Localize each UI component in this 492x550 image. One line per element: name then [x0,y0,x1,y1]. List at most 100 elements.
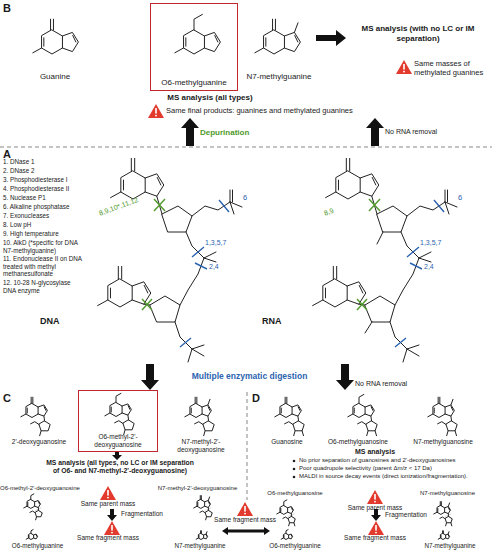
note-label: No RNA removal [355,380,435,388]
highlight-box: O6-methyl-2'-deoxyguanosine [78,390,158,452]
parent-ion-structure [24,494,42,520]
cleavage-site: 2,4 [424,263,449,271]
method-label: MS analysis (all types) [120,93,300,103]
rna-strand-structure [313,158,457,362]
warning-symbol [148,104,164,118]
warning-symbol [368,521,384,535]
deoxyguanosine-structure [21,397,50,436]
compound-name: N7-methylguanosine [398,438,488,446]
method-label: MS analysis (with no LC or IM separation… [348,24,488,43]
n7-methylguanine-structure [255,19,301,54]
list-item: 2. DNase 2 [3,167,83,175]
compound-name: N7-methylguanine [238,72,320,82]
highlight-box: O6-methylguanine [150,3,238,91]
fragment-structure [281,530,292,540]
parent-ion-structure [194,496,212,520]
fragmentation-break [36,508,42,511]
block-arrow [181,118,199,146]
strand-label: RNA [262,316,302,327]
compound-name: O6-methylguanosine [318,438,398,446]
dna-strand-structure [98,158,242,362]
list-item: 3. Phosphodiesterase I [3,176,83,184]
bullet-dot [293,460,296,463]
section-divider [247,392,248,500]
warning-note: Same parent mass [345,504,405,512]
warning-symbol [100,486,116,500]
list-item: 1. DNase 1 [3,158,83,166]
method-label: MS analysis (all types, no LC or IM sepa… [45,459,195,475]
o6-methylguanine-structure [175,14,221,54]
parent-ion-structure [434,502,452,526]
fragmentation-break [206,508,212,511]
compound-name: 2'-deoxyguanosine [0,438,78,446]
guanine-structure [33,19,79,54]
fragment-structure [438,531,449,540]
fragmentation-break [289,514,295,517]
n7-methylguanosine-structure [428,397,457,436]
panel-letter: B [3,2,17,15]
guanosine-structure [275,397,304,436]
cleavage-site: 8,9,10*,11,12 [98,189,157,217]
warning-note: Same final products: guanines and methyl… [166,106,396,115]
double-arrow [222,527,270,535]
compound-name: N7-methylguanine [410,542,490,550]
fragmentation-break [446,514,452,517]
bullet-item: No prior separation of guanosines and 2'… [299,457,489,464]
list-item: 4. Phosphodiesterase II [3,185,83,193]
strand-label: DNA [40,316,80,327]
list-item: 5. Nuclease P1 [3,194,83,202]
o6-methyl-deoxyguanosine-structure [105,393,134,434]
warning-note: Same fragment mass [340,534,410,542]
list-item: 12. 10-28 N-glycosylase DNA enzyme [3,279,83,294]
compound-name: O6-methylguanosine [255,490,335,497]
cleavage-site: 1,3,5,7 [420,239,460,247]
list-item: 8. Low pH [3,221,83,229]
compound-name: O6-methylguanine [255,542,335,550]
cleavage-site: 2,4 [209,263,234,271]
compound-name: Guanine [20,72,90,82]
warning-note: Same fragment mass [75,534,141,542]
o6-methylguanosine-structure [348,394,377,435]
bullet-item: Poor quadrupole selectivity (parent Δm/z… [299,465,489,472]
compound-name: O6-methyl-2'-deoxyguanosine [0,485,92,492]
process-label: Depurination [200,128,270,138]
cleavage-site: 8,9 [323,200,354,218]
block-arrow [141,364,159,390]
block-arrow [366,118,384,146]
n7-methyl-deoxyguanosine-structure [185,397,214,436]
method-label: MS analysis [330,448,420,456]
warning-symbol [367,490,383,504]
block-arrow [112,452,122,460]
process-label: Multiple enzymatic digestion [162,371,337,381]
compound-name: N7-methyl-2'-deoxyguanosine [150,485,245,492]
panel-letter: C [3,392,17,405]
block-arrow [107,509,117,521]
warning-symbol [396,60,412,74]
parent-ion-structure [277,500,295,526]
warning-symbol [237,502,253,516]
list-item: 6. Alkaline phosphatase [3,203,83,211]
process-label: Fragmentation [121,510,181,518]
bullet-dot [293,468,296,471]
compound-name: Guanosine [252,438,322,446]
list-item: 10. AlkD (*specific for DNA N7-methylgua… [3,239,83,254]
compound-name: O6-methylguanine [153,78,235,88]
compound-name: N7-methylguanine [160,542,240,550]
fragment-structure [26,530,37,540]
fragment-structure [196,531,207,540]
warning-symbol [104,521,120,535]
list-item: 7. Exonucleases [3,212,83,220]
bullet-dot [293,476,296,479]
panel-letter: D [252,392,266,405]
note-label: No RNA removal [385,128,465,136]
section-divider [0,147,492,148]
cleavage-site: 1,3,5,7 [205,239,245,247]
warning-note: Same masses of methylated guanines [414,59,490,77]
warning-note: Same parent mass [78,500,138,508]
compound-name: N7-methylguanosine [405,490,490,497]
compound-name: O6-methylguanine [0,542,75,550]
cleavage-site: 6 [243,193,253,202]
warning-note: Same fragment mass [210,516,280,524]
process-label: Fragmentation [385,511,445,519]
